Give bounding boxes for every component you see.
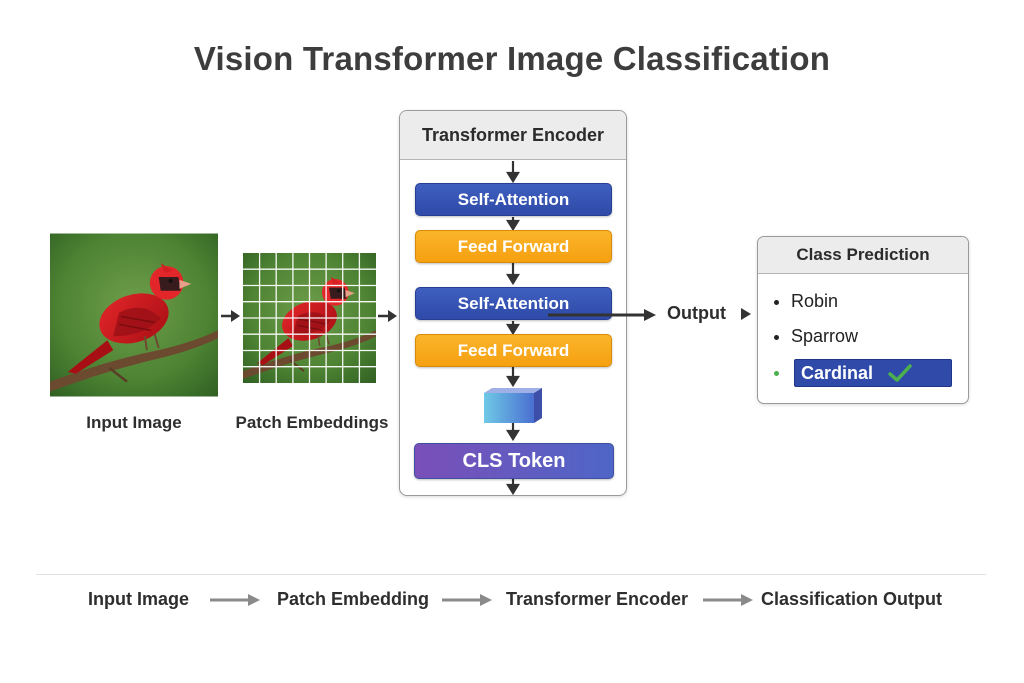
class-label: Robin: [791, 291, 839, 311]
cls-token-block: CLS Token: [414, 443, 614, 479]
pipeline-arrow-2: [442, 594, 492, 606]
arrow-patches-to-encoder: [378, 310, 397, 322]
pipeline-arrow-1: [210, 594, 260, 606]
bullet-icon: [774, 299, 779, 305]
encoder-title: Transformer Encoder: [400, 111, 626, 160]
feed-forward-block-2: Feed Forward: [415, 334, 612, 367]
patch-embeddings-image: [243, 253, 376, 383]
class-label: Sparrow: [791, 326, 859, 346]
input-image: [50, 232, 218, 398]
arrow-input-to-patches: [221, 310, 240, 322]
patch-embeddings-caption: Patch Embeddings: [235, 413, 389, 432]
output-label: Output: [667, 303, 726, 323]
pipeline-step-input-image: Input Image: [88, 589, 190, 609]
bullet-icon: [774, 371, 779, 376]
checkmark-icon: [888, 364, 912, 382]
transformer-encoder-panel: Transformer Encoder Self-Attention Feed …: [399, 110, 627, 496]
self-attention-block-1: Self-Attention: [415, 183, 612, 216]
arrow-output-to-prediction: [741, 308, 751, 320]
cardinal-bird-photo: [50, 232, 218, 398]
class-item-cardinal-selected: Cardinal: [794, 359, 952, 387]
section-divider: [36, 574, 986, 575]
feed-forward-block-1: Feed Forward: [415, 230, 612, 263]
input-image-caption: Input Image: [86, 413, 182, 432]
arrow-encoder-to-output: [548, 309, 656, 321]
class-label: Cardinal: [801, 362, 874, 383]
class-prediction-panel: Class Prediction Robin Sparrow Cardinal: [757, 236, 969, 404]
diagram-title: Vision Transformer Image Classification: [193, 40, 831, 77]
bullet-icon: [774, 334, 779, 340]
pipeline-step-classification-output: Classification Output: [761, 589, 943, 609]
pipeline-step-patch-embedding: Patch Embedding: [277, 589, 430, 609]
class-prediction-title: Class Prediction: [758, 237, 968, 274]
pipeline-step-transformer-encoder: Transformer Encoder: [506, 589, 689, 609]
class-item-sparrow: Sparrow: [774, 326, 858, 347]
class-item-robin: Robin: [774, 291, 838, 312]
encoder-flow-arrows: [506, 161, 520, 495]
embedding-cube-icon: [484, 388, 542, 423]
patch-grid: [243, 253, 376, 383]
pipeline-arrow-3: [703, 594, 753, 606]
